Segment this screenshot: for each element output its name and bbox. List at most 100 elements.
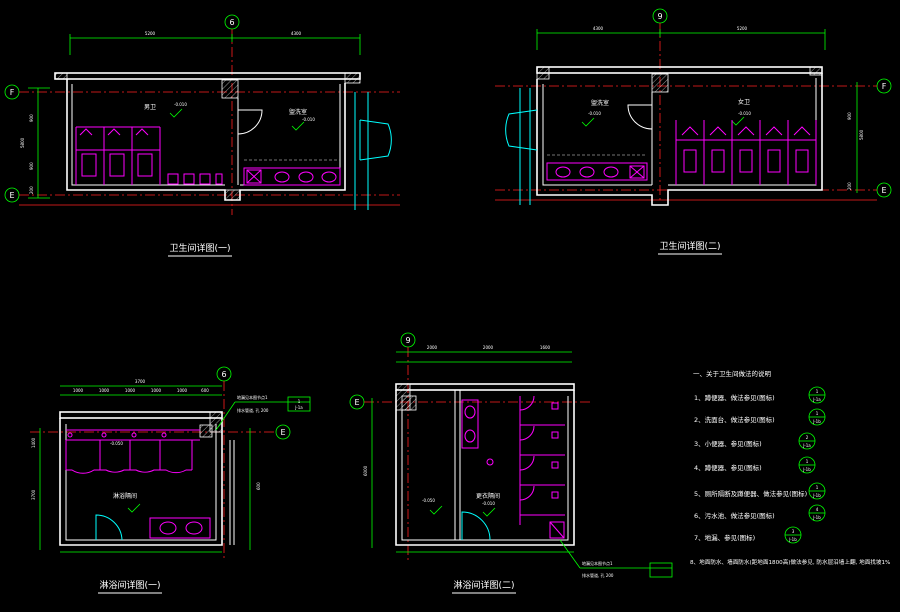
- svg-text:200: 200: [29, 186, 34, 194]
- door-swing: [237, 109, 263, 135]
- note-item: 2、洗面台、做法参见(图标) 1 J-1b: [694, 408, 826, 426]
- svg-text:排水管道, 孔 200: 排水管道, 孔 200: [237, 407, 269, 413]
- notes-heading: 一、关于卫生间做法的说明: [693, 369, 772, 378]
- svg-text:J-1b: J-1b: [812, 419, 821, 424]
- svg-text:4300: 4300: [593, 26, 604, 31]
- room-label-right: 盥洗室: [289, 108, 307, 116]
- axis-6-label: 6: [229, 18, 234, 27]
- svg-text:J-1a: J-1a: [294, 405, 303, 410]
- svg-text:淋浴隔间: 淋浴隔间: [113, 492, 137, 500]
- note-item: 3、小便器、参见(图标) 2 J-1a: [694, 432, 816, 450]
- svg-text:2、洗面台、做法参见(图标): 2、洗面台、做法参见(图标): [694, 415, 775, 424]
- svg-text:-0.010: -0.010: [174, 102, 187, 107]
- svg-text:1000: 1000: [151, 388, 162, 393]
- svg-text:1000: 1000: [73, 388, 84, 393]
- dim-top-left: 5200: [145, 31, 156, 36]
- shower-basins-2: [461, 399, 494, 466]
- svg-text:J-1b: J-1b: [788, 537, 797, 542]
- plan-3-title: 淋浴间详图(一): [99, 579, 160, 591]
- urinal-row: [167, 173, 223, 185]
- note-item: 5、厕所隔断及蹲便器、做法参见(图标) 1 J-1b: [694, 482, 826, 500]
- svg-text:-0.050: -0.050: [422, 498, 435, 503]
- svg-text:1: 1: [816, 411, 819, 416]
- svg-text:-0.010: -0.010: [482, 501, 495, 506]
- svg-text:2000: 2000: [427, 345, 438, 350]
- svg-text:F: F: [882, 82, 887, 91]
- shower-plan-1: 6 3700 1000 1000 1000 1000 1000 600 E 14…: [30, 366, 311, 594]
- svg-text:9: 9: [657, 12, 662, 21]
- svg-text:J-1a: J-1a: [812, 397, 821, 402]
- svg-text:盥洗室: 盥洗室: [591, 99, 609, 107]
- note-item: 6、污水池、做法参见(图标) 4 J-1b: [694, 504, 826, 522]
- basin-counter-1: [243, 167, 341, 186]
- svg-text:1: 1: [816, 389, 819, 394]
- changing-stalls: [519, 395, 565, 539]
- svg-text:1400: 1400: [31, 437, 36, 448]
- svg-text:4、蹲便器、参见(图标): 4、蹲便器、参见(图标): [694, 463, 762, 472]
- plan-1-title: 卫生间详图(一): [169, 242, 230, 254]
- notes-panel: 一、关于卫生间做法的说明 1、蹲便器、做法参见(图标) 1 J-1a 2、洗面台…: [690, 369, 890, 566]
- room-label-left: 男卫: [144, 104, 156, 111]
- svg-text:1000: 1000: [99, 388, 110, 393]
- svg-text:6000: 6000: [363, 465, 368, 476]
- svg-text:6、污水池、做法参见(图标): 6、污水池、做法参见(图标): [694, 511, 775, 520]
- svg-text:地漏见本图节点1: 地漏见本图节点1: [237, 394, 268, 400]
- svg-text:-0.010: -0.010: [302, 117, 315, 122]
- note-item: 4、蹲便器、参见(图标) 1 J-1b: [694, 456, 816, 474]
- svg-text:600: 600: [256, 482, 261, 490]
- svg-text:900: 900: [847, 112, 852, 120]
- svg-text:1、蹲便器、做法参见(图标): 1、蹲便器、做法参见(图标): [694, 393, 775, 402]
- svg-text:J-1b: J-1b: [802, 467, 811, 472]
- notes-footer: 8、地面防水、墙面防水(距地面1800高)做法参见, 防水层沿墙上翻, 地面找坡…: [690, 558, 890, 566]
- svg-text:J-1a: J-1a: [802, 443, 811, 448]
- svg-text:600: 600: [201, 388, 209, 393]
- svg-text:1: 1: [816, 485, 819, 490]
- svg-text:-0.010: -0.010: [738, 111, 751, 116]
- svg-text:1000: 1000: [177, 388, 188, 393]
- svg-text:1600: 1600: [540, 345, 551, 350]
- top-wall: [54, 72, 361, 80]
- note-item: 1、蹲便器、做法参见(图标) 1 J-1a: [694, 386, 826, 404]
- svg-text:3: 3: [792, 529, 795, 534]
- svg-text:E: E: [354, 398, 359, 407]
- svg-text:5200: 5200: [737, 26, 748, 31]
- column: [221, 79, 239, 99]
- svg-text:900: 900: [29, 114, 34, 122]
- shower-basins: [149, 517, 211, 539]
- shower-plan-2: 9 2000 2000 1600 E 6000: [349, 332, 673, 594]
- stall-row-2: [675, 120, 817, 185]
- plan-2-title: 卫生间详图(二): [659, 240, 720, 252]
- svg-text:E: E: [881, 186, 886, 195]
- dim-top-right: 4300: [291, 31, 302, 36]
- svg-text:2: 2: [806, 435, 809, 440]
- stall-row-1: [75, 126, 161, 185]
- plan-4-title: 淋浴间详图(二): [453, 579, 514, 591]
- svg-text:-0.010: -0.010: [588, 111, 601, 116]
- axis-e-label: E: [9, 191, 14, 200]
- svg-text:更衣隔间: 更衣隔间: [476, 492, 500, 500]
- toilet-plan-1: 6 5200 4300 F E 900 5800 900 200: [4, 14, 400, 257]
- svg-text:200: 200: [847, 182, 852, 190]
- svg-text:J-1b: J-1b: [812, 493, 821, 498]
- svg-text:1: 1: [806, 459, 809, 464]
- svg-text:J-1b: J-1b: [812, 515, 821, 520]
- svg-text:E: E: [280, 428, 285, 437]
- svg-text:5800: 5800: [20, 137, 25, 148]
- svg-text:7、地漏、参见(图标): 7、地漏、参见(图标): [694, 533, 755, 542]
- svg-text:-0.050: -0.050: [110, 441, 123, 446]
- svg-text:3、小便器、参见(图标): 3、小便器、参见(图标): [694, 439, 762, 448]
- svg-text:2000: 2000: [483, 345, 494, 350]
- toilet-plan-2: 9 4300 5200 F E 5800 900 200 盥洗室 女卫 -0.0…: [495, 8, 892, 255]
- svg-text:地漏见本图节点1: 地漏见本图节点1: [582, 560, 613, 566]
- svg-text:4: 4: [816, 507, 819, 512]
- svg-text:9: 9: [405, 336, 410, 345]
- svg-text:1: 1: [298, 399, 301, 404]
- svg-text:3700: 3700: [31, 489, 36, 500]
- svg-text:5、厕所隔断及蹲便器、做法参见(图标): 5、厕所隔断及蹲便器、做法参见(图标): [694, 489, 807, 498]
- note-item: 7、地漏、参见(图标) 3 J-1b: [694, 526, 802, 544]
- shower-stalls: [65, 429, 200, 474]
- svg-text:3700: 3700: [135, 379, 146, 384]
- axis-f-label: F: [10, 88, 15, 97]
- basin-counter-2: [546, 162, 648, 181]
